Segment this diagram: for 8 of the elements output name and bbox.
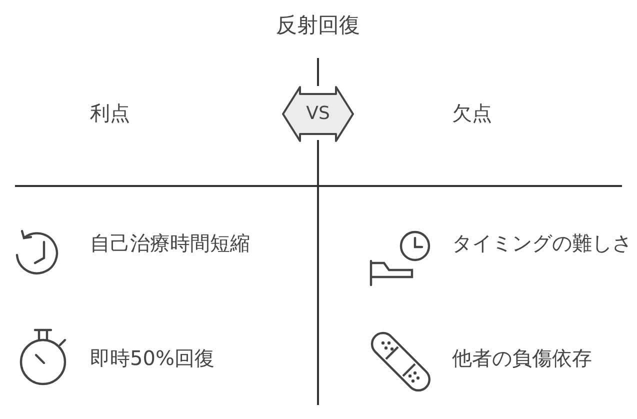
column-heading: 利点 xyxy=(90,100,130,126)
column-heading: 欠点 xyxy=(452,100,492,126)
item-text: 他者の負傷依存 xyxy=(452,345,592,371)
title: 反射回復 xyxy=(275,12,361,38)
item-text: 即時50%回復 xyxy=(90,345,214,371)
vs-badge: VS xyxy=(282,86,354,142)
item-text: タイミングの難しさ xyxy=(452,230,632,256)
item-text: 自己治療時間短縮 xyxy=(90,230,251,256)
